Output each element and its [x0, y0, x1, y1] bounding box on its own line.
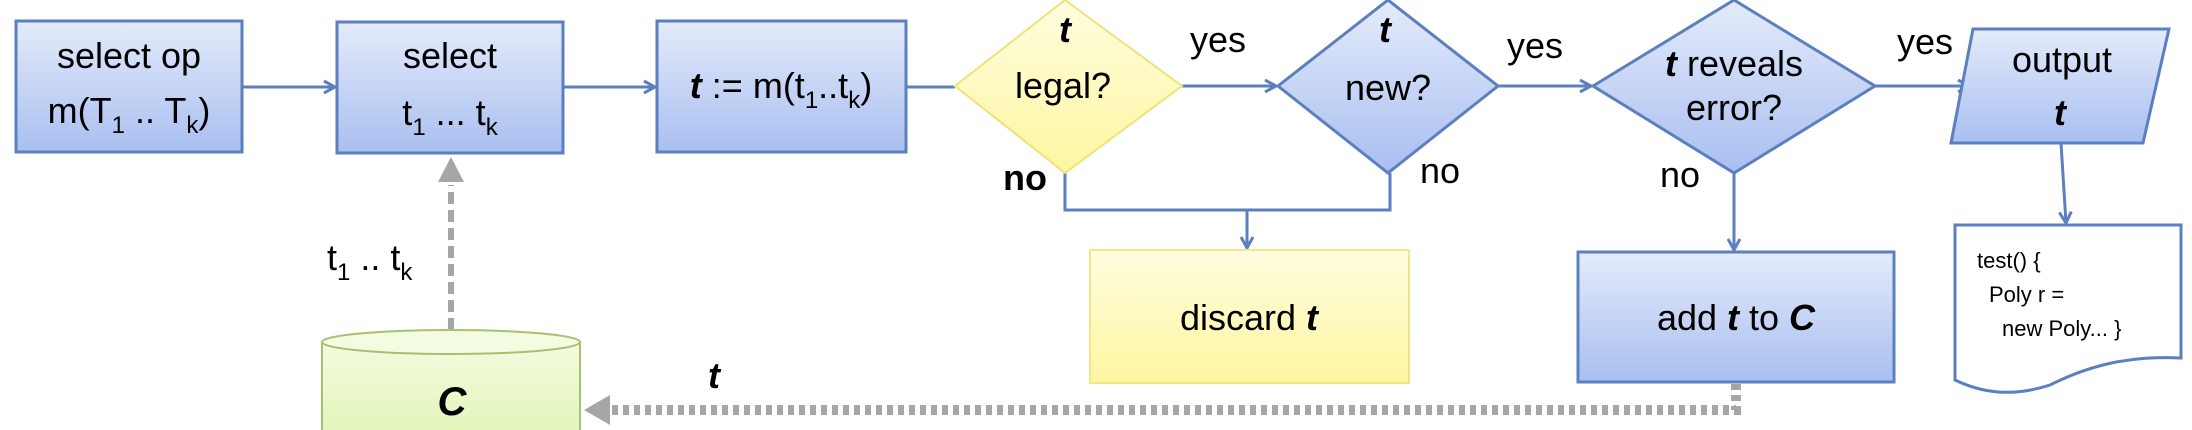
edge-no-merge: [1063, 173, 1392, 212]
yes-label-new: yes: [1507, 25, 1563, 66]
new-decision: t new?: [1275, 0, 1501, 175]
test-code-line-3: new Poly... }: [2002, 316, 2121, 341]
output-label: output: [2012, 39, 2112, 80]
collection-label: C: [438, 380, 468, 424]
add-label: add t to C: [1657, 297, 1816, 338]
legal-label: legal?: [1015, 65, 1111, 106]
test-code-line-1: test() {: [1977, 248, 2041, 273]
no-label-new: no: [1420, 150, 1460, 191]
select-op-box: select op m(T1 .. Tk): [14, 19, 244, 154]
no-label-reveals: no: [1660, 154, 1700, 195]
legal-t: t: [1059, 9, 1073, 50]
reveals-label: t reveals: [1665, 43, 1803, 84]
output-t: t: [2054, 92, 2068, 133]
arrowhead-gray-up: [438, 157, 464, 182]
collection-cylinder: C: [321, 329, 581, 430]
yes-label-reveals: yes: [1897, 21, 1953, 62]
edge-output-to-test: [2061, 142, 2066, 223]
test-code-line-2: Poly r =: [1989, 282, 2064, 307]
yes-label-legal: yes: [1190, 19, 1246, 60]
reveals-error-decision: t reveals error?: [1590, 0, 1878, 175]
select-args-vars: t1 ... tk: [402, 92, 498, 141]
assign-expression: t := m(t1..tk): [690, 65, 872, 114]
select-args-label: select: [403, 35, 497, 76]
feedback-t-label: t: [708, 355, 722, 396]
assign-box: t := m(t1..tk): [655, 19, 908, 154]
connectors: [242, 86, 2066, 425]
legal-decision: t legal?: [953, 0, 1184, 175]
reveals-label-2: error?: [1686, 87, 1782, 128]
select-op-signature: m(T1 .. Tk): [48, 90, 211, 139]
output-box: output t: [1949, 27, 2171, 145]
select-op-label: select op: [57, 35, 201, 76]
new-t: t: [1379, 9, 1393, 50]
discard-label: discard t: [1180, 297, 1320, 338]
test-document: test() { Poly r = new Poly... }: [1953, 223, 2183, 394]
new-label: new?: [1345, 67, 1431, 108]
no-label-legal: no: [1003, 157, 1047, 198]
add-to-collection-box: add t to C: [1576, 250, 1896, 384]
discard-box: discard t: [1089, 249, 1410, 384]
arrowhead-gray-left: [584, 395, 610, 425]
args-edge-label: t1 .. tk: [327, 237, 413, 286]
edge-add-to-collection: [612, 384, 1741, 415]
select-args-box: select t1 ... tk: [335, 20, 565, 155]
